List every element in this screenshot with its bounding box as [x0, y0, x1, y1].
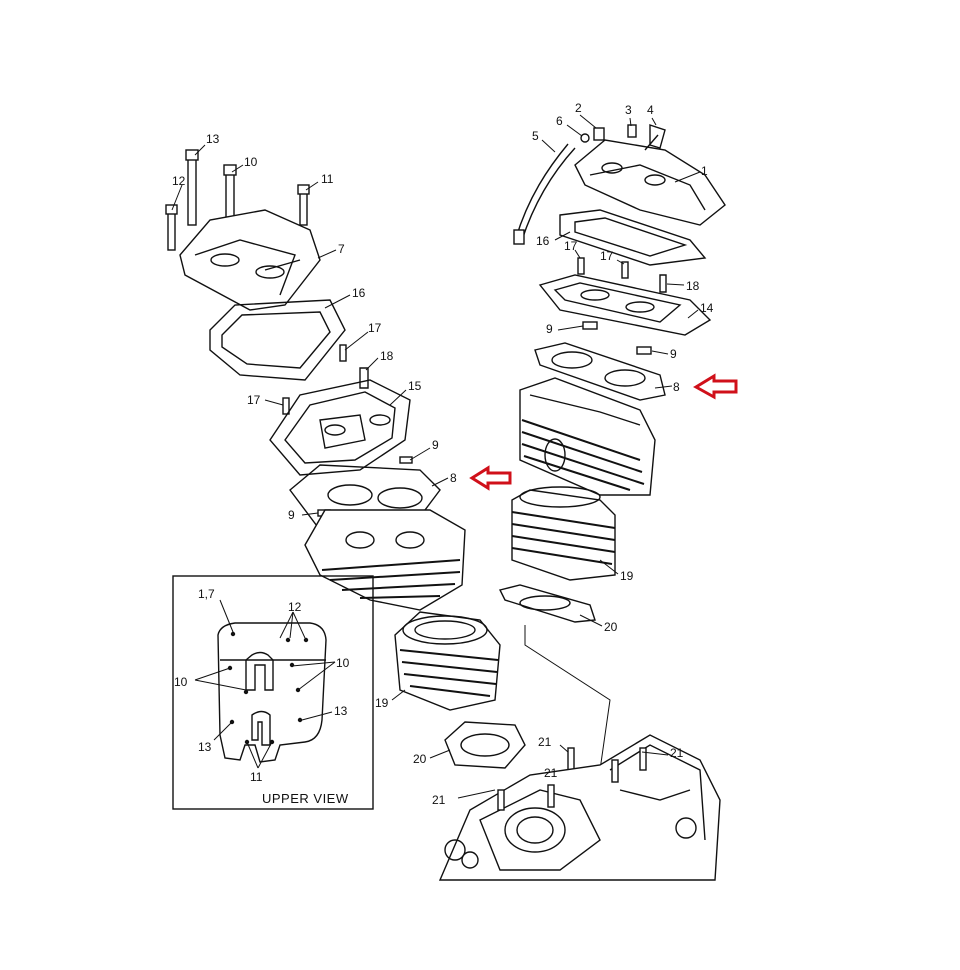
highlight-arrow-rear-gasket [693, 373, 738, 400]
front-rocker-housing [269, 379, 411, 476]
callout-12: 12 [172, 174, 186, 188]
callout-3: 3 [625, 103, 632, 117]
rear-cover-hardware [580, 124, 666, 149]
callout-8-rear: 8 [673, 380, 680, 394]
callout-8-front: 8 [450, 471, 457, 485]
stud-21-right [611, 759, 619, 783]
inset-callout-13-right: 13 [334, 704, 348, 718]
callout-9-rear: 9 [546, 322, 553, 336]
callout-9b: 9 [288, 508, 295, 522]
front-cover-gasket [209, 299, 346, 381]
callout-17b-rear: 17 [600, 249, 614, 263]
upper-view-inset: 1,7 12 10 10 13 13 11 UPPER VIEW [172, 575, 374, 810]
rear-head-gasket-8 [534, 342, 666, 401]
rear-rocker-cover [574, 134, 726, 226]
callout-15: 15 [408, 379, 422, 393]
callout-14: 14 [700, 301, 714, 315]
callout-7: 7 [338, 242, 345, 256]
bolt-13 [187, 154, 197, 226]
bolt-12 [167, 209, 176, 251]
callout-17-rear: 17 [564, 239, 578, 253]
callout-16: 16 [352, 286, 366, 300]
callout-21-top: 21 [538, 735, 552, 749]
rear-cylinder-assembly [498, 124, 726, 771]
inset-callout-10-right: 10 [336, 656, 350, 670]
rear-cylinder-19 [511, 486, 616, 581]
inset-callout-10-left: 10 [174, 675, 188, 689]
callout-6: 6 [556, 114, 563, 128]
front-bolt-18 [359, 367, 369, 389]
stud-21-top [567, 747, 575, 771]
rear-dowel-17b [621, 261, 629, 279]
callout-20-rear: 20 [604, 620, 618, 634]
callout-21-right: 21 [670, 746, 684, 760]
inset-callout-1-7: 1,7 [198, 587, 215, 601]
highlight-arrow-front-gasket [469, 465, 512, 491]
callout-labels: 13 10 12 11 7 16 17 18 15 17 9 8 9 19 20… [172, 101, 714, 807]
callout-19-front: 19 [375, 696, 389, 710]
front-cylinder-assembly [165, 149, 575, 771]
front-base-gasket-20 [444, 721, 526, 769]
rear-dowel-17a [577, 257, 585, 275]
breather-hose [521, 147, 576, 241]
front-cylinder-head [304, 509, 466, 611]
front-dowel-17b [282, 397, 290, 415]
rear-dowel-9b [636, 346, 652, 355]
callout-5: 5 [532, 129, 539, 143]
stud-21-mid [547, 784, 555, 808]
rear-cover-gasket [559, 209, 707, 266]
leader-lines [171, 114, 701, 799]
callout-18-rear: 18 [686, 279, 700, 293]
callout-16-rear: 16 [536, 234, 550, 248]
callout-2: 2 [575, 101, 582, 115]
crankcase [438, 734, 721, 881]
callout-18: 18 [380, 349, 394, 363]
callout-9b-rear: 9 [670, 347, 677, 361]
callout-10: 10 [244, 155, 258, 169]
callout-11: 11 [321, 172, 334, 186]
callout-9: 9 [432, 438, 439, 452]
callout-17: 17 [368, 321, 382, 335]
stud-21-left [497, 789, 505, 811]
bolt-11 [299, 189, 308, 226]
inset-callout-12: 12 [288, 600, 302, 614]
callout-13: 13 [206, 132, 220, 146]
callout-20-front: 20 [413, 752, 427, 766]
callout-1: 1 [701, 164, 708, 178]
inset-title: UPPER VIEW [262, 791, 349, 806]
front-dowel-9a [399, 456, 413, 464]
callout-17b: 17 [247, 393, 261, 407]
callout-4: 4 [647, 103, 654, 117]
rear-cylinder-head [519, 377, 656, 496]
rear-rocker-housing [538, 274, 712, 336]
inset-callout-11: 11 [250, 770, 263, 784]
callout-21-mid: 21 [544, 766, 558, 780]
front-cylinder-19 [394, 611, 501, 711]
rear-dowel-9a [582, 321, 598, 330]
front-rocker-cover [179, 209, 321, 311]
callout-19-rear: 19 [620, 569, 634, 583]
inset-callout-13-left: 13 [198, 740, 212, 754]
rear-base-gasket-20 [498, 584, 596, 623]
callout-21-left: 21 [432, 793, 446, 807]
front-dowel-17 [339, 344, 347, 362]
rear-bolt-18 [659, 274, 667, 293]
